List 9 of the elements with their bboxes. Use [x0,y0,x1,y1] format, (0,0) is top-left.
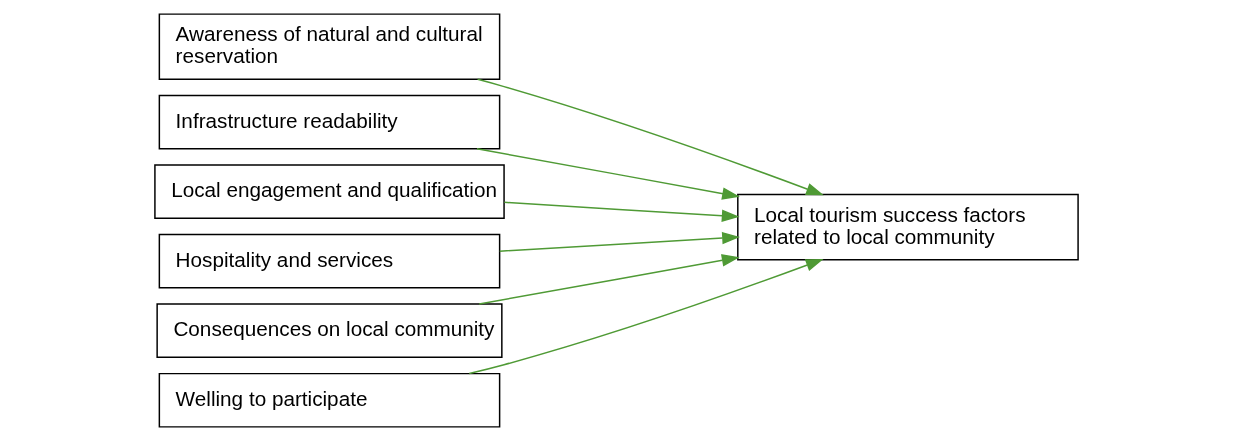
node-box: Welling to participate [158,372,501,428]
arrow [499,231,740,252]
node-box: Infrastructure readability [158,94,501,150]
arrow [503,201,740,222]
node-box: Local tourism success factors related to local community [737,193,1079,261]
node-box: Hospitality and services [158,233,501,289]
node-box: Local engagement and qualification [154,164,505,219]
node-box: Consequences on local community [156,303,503,359]
node-box: Awareness of natural and cultural reservation [158,13,501,80]
